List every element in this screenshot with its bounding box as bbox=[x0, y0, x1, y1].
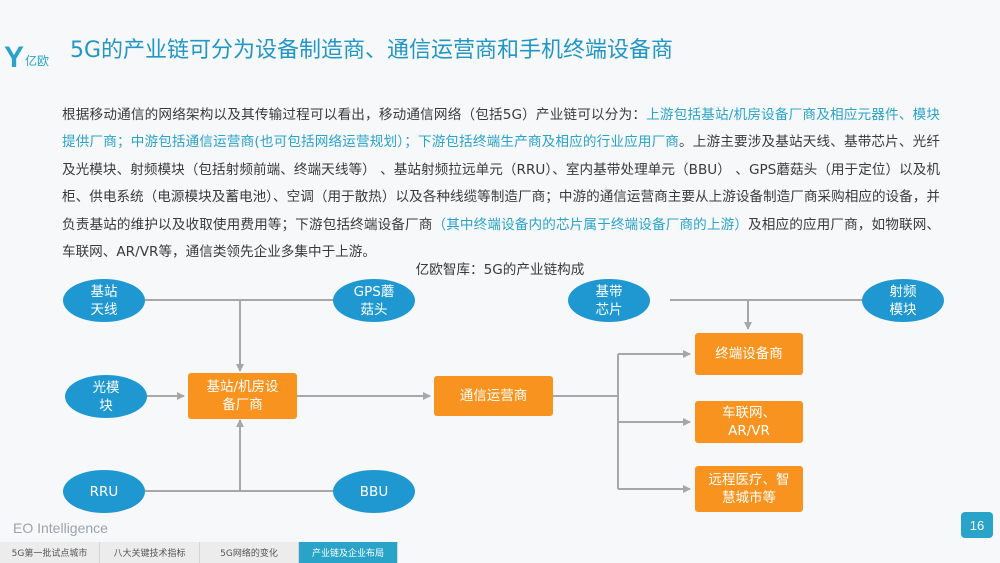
node-rru: RRU bbox=[63, 470, 145, 513]
tabs-filler bbox=[398, 542, 1000, 563]
node-terminal: 终端设备商 bbox=[695, 333, 803, 375]
intro-paragraph: 根据移动通信的网络架构以及其传输过程可以看出，移动通信网络（包括5G）产业链可以… bbox=[62, 102, 940, 266]
tab-key-indicators[interactable]: 八大关键技术指标 bbox=[100, 542, 200, 563]
para-highlight-1: 上游包括基站/机房设备厂商及相应元器件、模块提供厂商；中游包括通信运营商(也可包… bbox=[62, 107, 940, 151]
yiou-logo: Y 亿欧 bbox=[4, 38, 62, 78]
node-base-equipment: 基站/机房设 备厂商 bbox=[188, 373, 297, 419]
tab-pilot-cities[interactable]: 5G第一批试点城市 bbox=[0, 542, 100, 563]
node-baseband-chip: 基带 芯片 bbox=[568, 279, 650, 322]
node-operator: 通信运营商 bbox=[434, 376, 553, 416]
tab-network-changes[interactable]: 5G网络的变化 bbox=[200, 542, 299, 563]
node-optical-module: 光模 块 bbox=[65, 375, 147, 418]
node-base-antenna: 基站 天线 bbox=[63, 279, 145, 322]
logo-y-icon: Y bbox=[4, 41, 25, 74]
para-highlight-2: （其中终端设备内的芯片属于终端设备厂商的上游） bbox=[432, 216, 749, 233]
node-iov: 车联网、 AR/VR bbox=[695, 401, 803, 443]
tab-industry-chain[interactable]: 产业链及企业布局 bbox=[299, 542, 398, 563]
logo-text: 亿欧 bbox=[25, 53, 50, 68]
para-text-2: 。上游主要涉及基站天线、基带芯片、光纤及光模块、射频模块（包括射频前端、终端天线… bbox=[62, 134, 940, 233]
node-rf-module: 射频 模块 bbox=[862, 279, 944, 322]
node-bbu: BBU bbox=[333, 470, 415, 513]
para-text-1: 根据移动通信的网络架构以及其传输过程可以看出，移动通信网络（包括5G）产业链可以… bbox=[62, 107, 647, 123]
page-title: 5G的产业链可分为设备制造商、通信运营商和手机终端设备商 bbox=[70, 38, 674, 63]
para-text-3: 及相应的应用厂商，如物联网、车联网、AR/VR等，通信类领先企业多集中于上游。 bbox=[62, 216, 941, 261]
node-telemedicine: 远程医疗、智 慧城市等 bbox=[695, 466, 803, 512]
footer-brand: EO Intelligence bbox=[13, 520, 108, 536]
diagram-caption: 亿欧智库：5G的产业链构成 bbox=[415, 262, 585, 278]
node-gps: GPS蘑 菇头 bbox=[333, 279, 415, 322]
page-number: 16 bbox=[961, 512, 993, 538]
footer-tabs: 5G第一批试点城市 八大关键技术指标 5G网络的变化 产业链及企业布局 bbox=[0, 542, 1000, 563]
